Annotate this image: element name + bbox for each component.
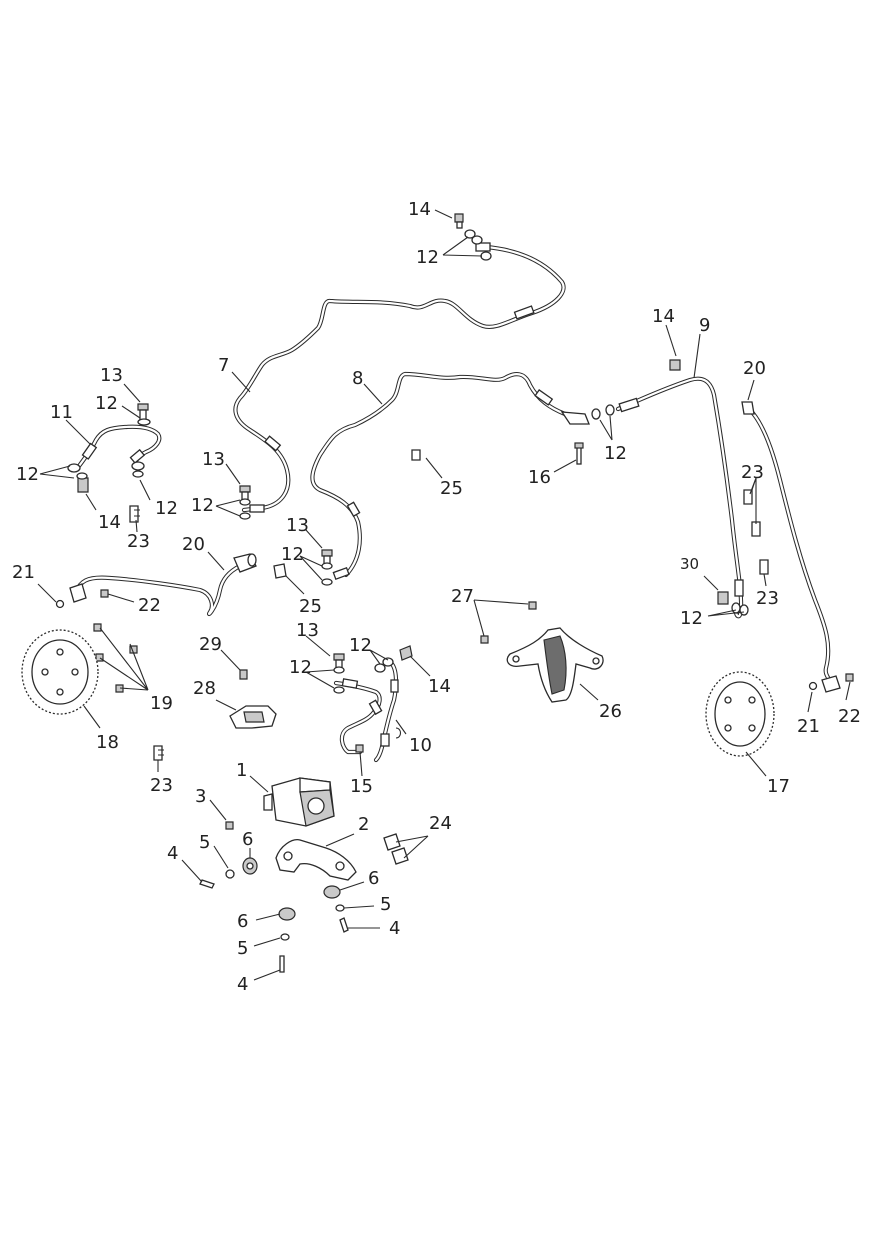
brake-pipe-11 [67, 424, 162, 473]
callout-13: 13 [100, 365, 123, 386]
callout-27: 27 [451, 586, 474, 607]
callout-8: 8 [352, 368, 363, 389]
callout-28: 28 [193, 678, 216, 699]
callout-12: 12 [281, 544, 304, 565]
callout-18: 18 [96, 732, 119, 753]
callout-13: 13 [202, 449, 225, 470]
callout-12: 12 [16, 464, 39, 485]
callout-12: 12 [416, 247, 439, 268]
callout-13: 13 [296, 620, 319, 641]
callout-23: 23 [741, 462, 764, 483]
callout-4: 4 [167, 843, 178, 864]
callout-25: 25 [440, 478, 463, 499]
brake-pipe-8 [310, 371, 590, 580]
brake-pipe-9 [615, 376, 744, 619]
callout-16: 16 [528, 467, 551, 488]
clips [129, 449, 769, 865]
callout-2: 2 [358, 814, 369, 835]
callout-12: 12 [95, 393, 118, 414]
callout-14: 14 [428, 676, 451, 697]
callout-22: 22 [138, 595, 161, 616]
callout-17: 17 [767, 776, 790, 797]
callout-5: 5 [199, 832, 210, 853]
bracket-26 [506, 627, 604, 703]
callout-4: 4 [389, 918, 400, 939]
callout-22: 22 [838, 706, 861, 727]
callout-6: 6 [237, 911, 248, 932]
callout-14: 14 [408, 199, 431, 220]
callout-23: 23 [127, 531, 150, 552]
callout-6: 6 [368, 868, 379, 889]
bracket-28 [229, 705, 277, 729]
callout-20: 20 [743, 358, 766, 379]
callout-3: 3 [195, 786, 206, 807]
callout-10: 10 [409, 735, 432, 756]
callout-25: 25 [299, 596, 322, 617]
callout-5: 5 [237, 938, 248, 959]
callout-21: 21 [12, 562, 35, 583]
callout-12: 12 [289, 657, 312, 678]
callout-6: 6 [242, 829, 253, 850]
callout-5: 5 [380, 894, 391, 915]
callout-19: 19 [150, 693, 173, 714]
abs-ring-17 [705, 671, 775, 757]
callouts: 14 12 7 8 14 9 20 13 12 11 12 14 12 23 1… [12, 199, 861, 995]
callout-12: 12 [604, 443, 627, 464]
callout-14: 14 [98, 512, 121, 533]
callout-12: 12 [155, 498, 178, 519]
callout-15: 15 [350, 776, 373, 797]
callout-1: 1 [236, 760, 247, 781]
abs-ring-18 [21, 629, 99, 715]
mounting-hardware [199, 857, 349, 973]
abs-sensor-20-right [741, 401, 841, 693]
callout-23: 23 [150, 775, 173, 796]
callout-4: 4 [237, 974, 248, 995]
callout-24: 24 [429, 813, 452, 834]
banjo-bolts [76, 213, 749, 694]
callout-26: 26 [599, 701, 622, 722]
brake-pipe-10 [333, 661, 402, 763]
abs-modulator-1 [263, 777, 335, 827]
callout-13: 13 [286, 515, 309, 536]
callout-21: 21 [797, 716, 820, 737]
brake-pipe-7 [233, 242, 566, 513]
callout-12: 12 [349, 635, 372, 656]
callout-20: 20 [182, 534, 205, 555]
abs-sensor-20-left [69, 553, 257, 617]
callout-12: 12 [191, 495, 214, 516]
callout-14: 14 [652, 306, 675, 327]
callout-12: 12 [680, 608, 703, 629]
callout-7: 7 [218, 355, 229, 376]
leader-lines [37, 209, 851, 981]
callout-23: 23 [756, 588, 779, 609]
callout-30: 30 [680, 555, 699, 573]
bracket-2 [275, 839, 357, 881]
callout-9: 9 [699, 315, 710, 336]
callout-29: 29 [199, 634, 222, 655]
callout-11: 11 [50, 402, 73, 423]
